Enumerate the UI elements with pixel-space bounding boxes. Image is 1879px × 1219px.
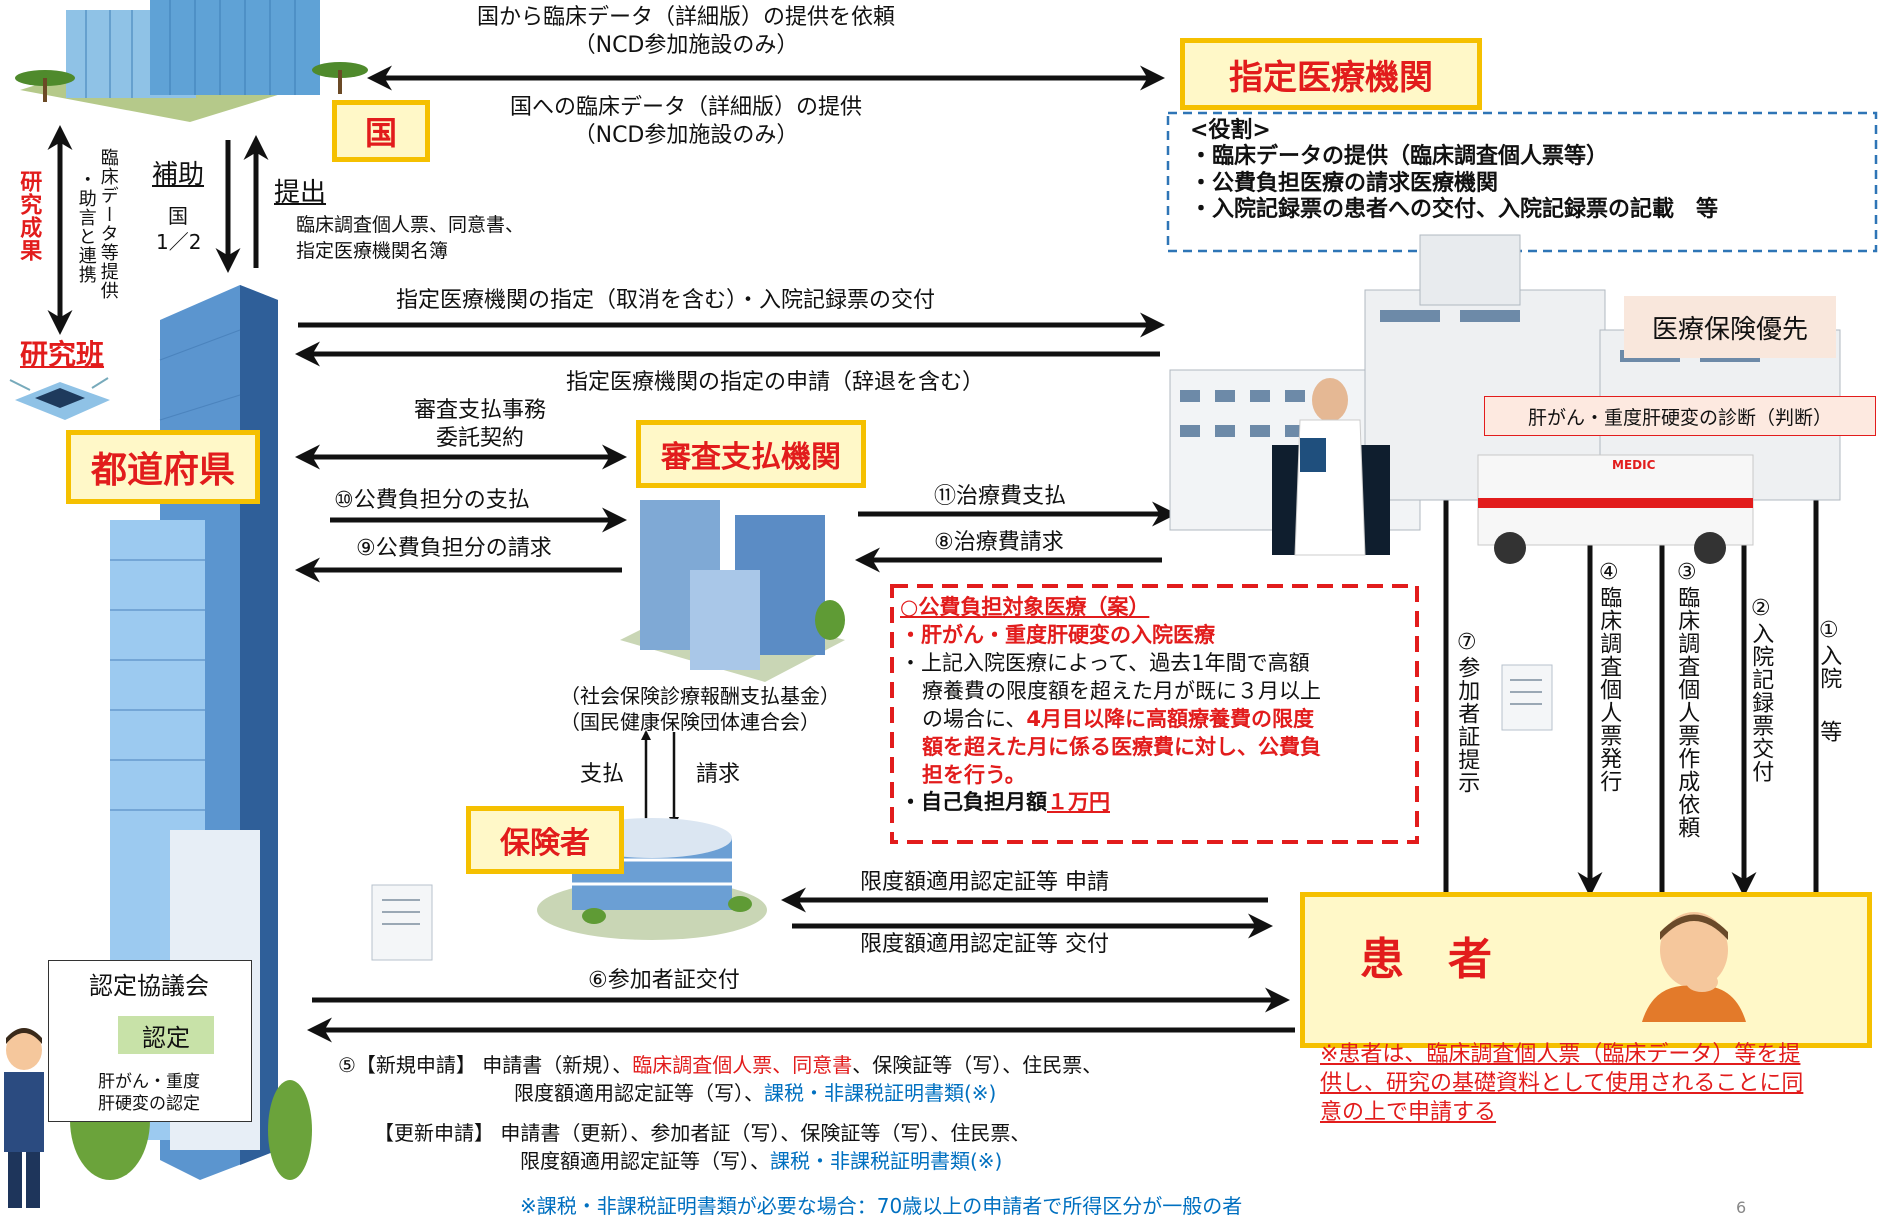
- application-renew-2: 限度額適用認定証等（写）、課税・非課税証明書類(※): [520, 1148, 1002, 1174]
- patient-note: ※患者は、臨床調査個人票（臨床データ）等を提 供し、研究の基礎資料として使用され…: [1320, 1040, 1803, 1127]
- v2-label: ②入院記録票交付: [1748, 596, 1774, 783]
- v1-label: ①入院: [1816, 618, 1842, 690]
- new-prefix: ⑤【新規申請】: [338, 1053, 476, 1077]
- public-line2c-red: 4月目以降に高額療養費の限度: [1026, 706, 1314, 731]
- node-shitei-iryo-kikan: 指定医療機関: [1180, 38, 1482, 110]
- public-line2b: 療養費の限度額を超えた月が既に３月以上: [922, 678, 1321, 703]
- nintei-label: 認定: [118, 1016, 214, 1054]
- diagnosis-label: 肝がん・重度肝硬変の診断（判断）: [1484, 396, 1876, 436]
- provide-label-line1: 国への臨床データ（詳細版）の提供: [509, 95, 862, 120]
- public-line3: ・自己負担月額: [900, 790, 1047, 815]
- hoken-yusen-label: 医療保険優先: [1624, 296, 1836, 358]
- public-burden-box: ○公費負担対象医療（案） ・肝がん・重度肝硬変の入院医療 ・上記入院医療によって…: [900, 594, 1410, 817]
- new-c: 、保険証等（写）、住民票、: [852, 1053, 1103, 1077]
- patient-note-line: 供し、研究の基礎資料として使用されることに同: [1320, 1071, 1804, 1097]
- chiryo8-label: ⑧治療費請求: [934, 530, 1064, 555]
- new-line2-blue: 課税・非課税証明書類(※): [764, 1081, 997, 1105]
- renew-line2-blue: 課税・非課税証明書類(※): [770, 1149, 1003, 1173]
- role-item: ・臨床データの提供（臨床調査個人票等）: [1190, 144, 1609, 170]
- shiharai-label: 支払: [580, 762, 625, 787]
- application-new: ⑤【新規申請】 申請書（新規）、臨床調査個人票、同意書、保険証等（写）、住民票、: [338, 1052, 1102, 1078]
- public-line2e: 担を行う。: [922, 762, 1026, 787]
- request-label-line2: （NCD参加施設のみ）: [573, 33, 799, 58]
- nintei-desc: 肝硬変の認定: [98, 1094, 200, 1114]
- public-box-border: [890, 584, 1419, 844]
- role-title: <役割>: [1190, 118, 1271, 143]
- public-line1: ・肝がん・重度肝硬変の入院医療: [900, 622, 1215, 647]
- ambulance-text: MEDIC: [1612, 458, 1656, 472]
- patient-note-line: ※患者は、臨床調査個人票（臨床データ）等を提: [1320, 1042, 1801, 1067]
- document-illustration-left: [371, 884, 433, 961]
- shinsa-sub-label: （社会保険診療報酬支払基金）: [560, 684, 840, 708]
- node-kanja-box: [1300, 892, 1872, 1048]
- v1-label-etc: 等: [1816, 720, 1842, 743]
- teishutsu-label: 提出: [274, 178, 327, 208]
- shinsa-sub-label: （国民健康保険団体連合会）: [560, 710, 820, 734]
- new-b: 臨床調査個人票、同意書: [632, 1053, 853, 1077]
- rinsho-data-label: 臨床データ等提供: [97, 148, 119, 300]
- public-amount: １万円: [1047, 790, 1110, 815]
- renew-line2-a: 限度額適用認定証等（写）、: [520, 1149, 770, 1173]
- shitei-shinsei-label: 指定医療機関の指定の申請（辞退を含む）: [566, 370, 985, 395]
- v3-label: ③臨床調査個人票作成依頼: [1674, 560, 1700, 839]
- teishutsu-item: 臨床調査個人票、同意書、: [296, 214, 525, 236]
- shitei-shitei-label: 指定医療機関の指定（取消を含む）・入院記録票の交付: [396, 288, 936, 313]
- kenkyuhan-illustration: [9, 377, 110, 420]
- new-a: 申請書（新規）、: [482, 1053, 633, 1077]
- kuni-label: 国: [168, 204, 188, 228]
- seikyu-label: 請求: [696, 762, 741, 787]
- node-todofuken: 都道府県: [66, 430, 260, 504]
- renew-line1: 申請書（更新）、参加者証（写）、保険証等（写）、住民票、: [500, 1121, 1031, 1145]
- request-label-line1: 国から臨床データ（詳細版）の提供を依頼: [476, 5, 895, 30]
- itaku-label: 審査支払事務: [413, 398, 546, 423]
- page-number: 6: [1736, 1198, 1747, 1217]
- role-box: <役割> ・臨床データの提供（臨床調査個人票等） ・公費負担医療の請求医療機関 …: [1190, 118, 1718, 224]
- sankasha6-label: ⑥参加者証交付: [588, 968, 740, 993]
- footnote: ※課税・非課税証明書類が必要な場合：70歳以上の申請者で所得区分が一般の者: [520, 1194, 1243, 1218]
- v4-label: ④臨床調査個人票発行: [1596, 560, 1622, 793]
- document-illustration-right: [1501, 664, 1553, 731]
- teishutsu-item: 指定医療機関名簿: [296, 240, 449, 262]
- public-title: ○公費負担対象医療（案）: [900, 595, 1150, 619]
- new-line2-a: 限度額適用認定証等（写）、: [514, 1081, 764, 1105]
- seikyu9-label: ⑨公費負担分の請求: [356, 536, 552, 561]
- nintei-desc: 肝がん・重度: [98, 1072, 200, 1092]
- itaku-label: 委託契約: [435, 426, 524, 451]
- gendo-kofu-label: 限度額適用認定証等 交付: [860, 932, 1109, 957]
- node-hokensha: 保険者: [466, 806, 624, 874]
- v7-label: ⑦参加者証提示: [1454, 630, 1480, 794]
- application-renew: 【更新申請】 申請書（更新）、参加者証（写）、保険証等（写）、住民票、: [374, 1120, 1030, 1146]
- public-line2c: の場合に、: [922, 706, 1027, 731]
- jogen-label: ・助言と連携: [75, 170, 97, 284]
- shiharai10-label: ⑩公費負担分の支払: [334, 488, 530, 513]
- patient-note-line: 意の上で申請する: [1320, 1100, 1497, 1126]
- hospital-illustration: [1169, 234, 1841, 564]
- kenkyu-seika-label: 研究成果: [16, 170, 42, 262]
- public-line2d: 額を超えた月に係る医療費に対し、公費負: [922, 734, 1321, 759]
- nintei-kyogikai-label: 認定協議会: [89, 972, 209, 1000]
- provide-label-line2: （NCD参加施設のみ）: [573, 123, 799, 148]
- role-item: ・公費負担医療の請求医療機関: [1190, 170, 1499, 196]
- renew-prefix: 【更新申請】: [374, 1121, 494, 1145]
- public-line2a: ・上記入院医療によって、過去1年間で高額: [900, 650, 1310, 675]
- shinsa-building-illustration: [620, 500, 845, 682]
- ratio-label: 1／2: [156, 230, 202, 254]
- role-box-border: [1166, 111, 1878, 253]
- node-kuni: 国: [332, 100, 430, 162]
- node-kenkyuhan: 研究班: [20, 338, 105, 371]
- kuni-building-illustration: [15, 0, 368, 122]
- application-new-2: 限度額適用認定証等（写）、課税・非課税証明書類(※): [514, 1080, 996, 1106]
- gendo-shinsei-label: 限度額適用認定証等 申請: [860, 870, 1109, 895]
- node-shinsa-shiharai-kikan: 審査支払機関: [636, 420, 866, 488]
- hojo-label: 補助: [152, 160, 205, 190]
- chiryo11-label: ⑪治療費支払: [934, 484, 1067, 509]
- node-kanja: 患 者: [1360, 934, 1492, 985]
- officer-illustration: [4, 1028, 44, 1208]
- patient-illustration: [1624, 902, 1770, 1022]
- role-item: ・入院記録票の患者への交付、入院記録票の記載 等: [1190, 197, 1719, 223]
